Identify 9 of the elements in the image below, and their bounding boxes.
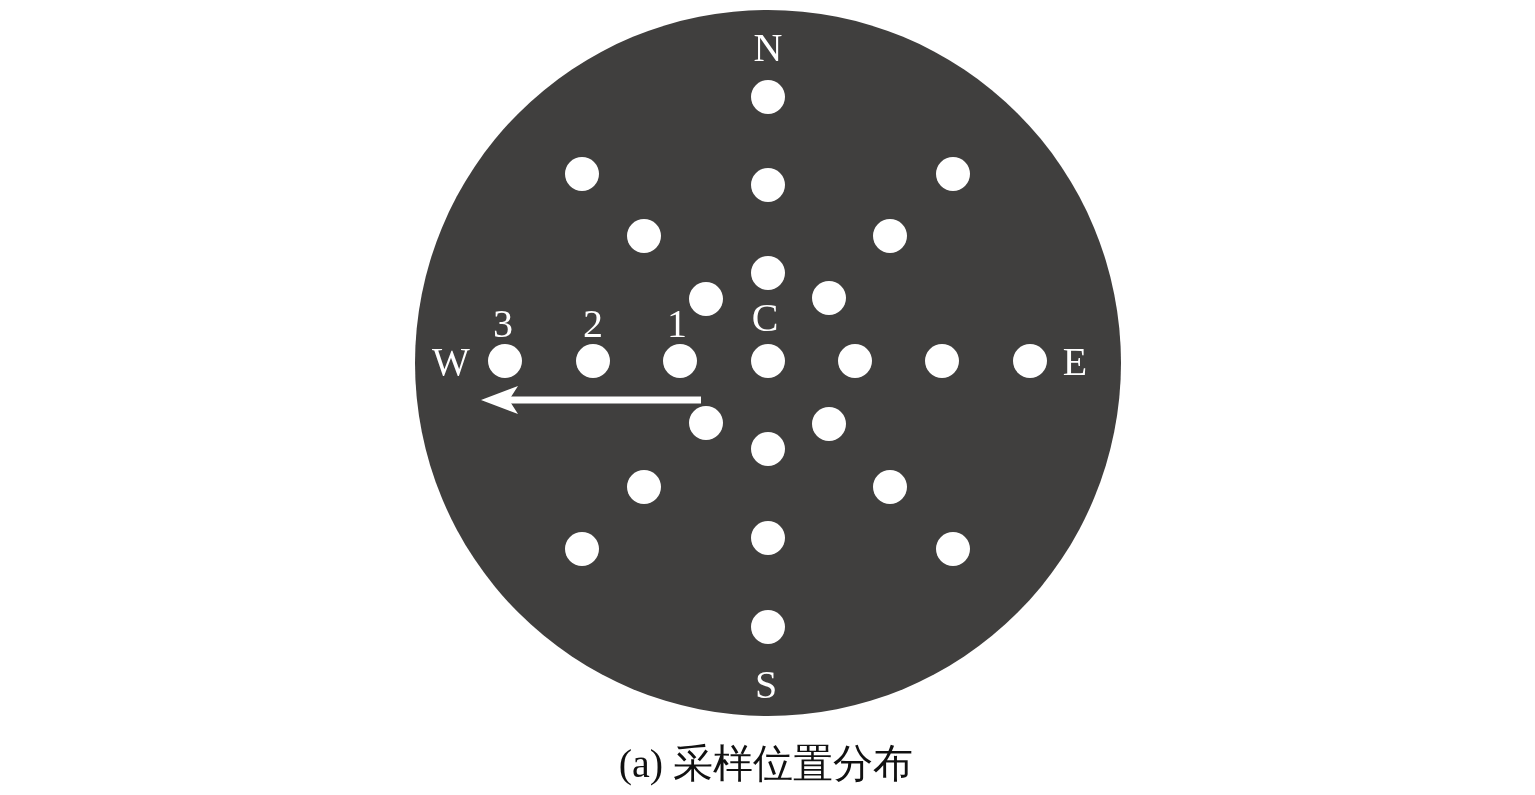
compass-direction-label: S [754,665,778,705]
position-label: 1 [667,304,687,344]
position-label: 3 [493,304,513,344]
compass-direction-label: N [753,28,783,68]
compass-direction-label: W [432,342,470,382]
position-label: 2 [583,304,603,344]
figure-caption: (a) 采样位置分布 [618,742,914,786]
position-label: C [751,298,779,338]
compass-direction-label: E [1062,342,1088,382]
